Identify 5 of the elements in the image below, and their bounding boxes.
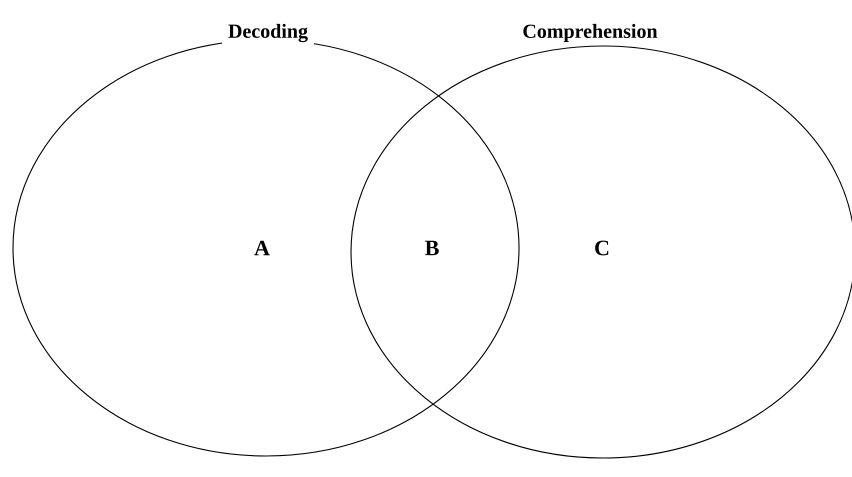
region-letter: A [254,240,270,256]
circle-heading: Comprehension [516,22,664,44]
circle-heading: Decoding [222,22,314,44]
region-letter: C [595,240,608,256]
region-letter: B [425,240,439,256]
